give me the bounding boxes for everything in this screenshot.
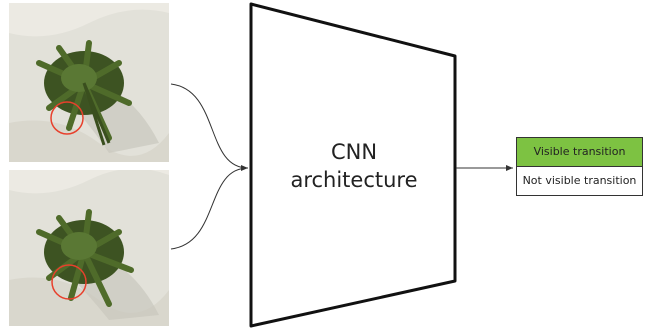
fern-plant xyxy=(36,209,134,307)
fern-plant xyxy=(36,40,132,146)
output-classes: Visible transition Not visible transitio… xyxy=(516,137,643,196)
input-image-bottom xyxy=(9,170,169,326)
connector-bottom-input xyxy=(170,167,249,250)
input-image-top xyxy=(9,3,169,162)
output-class-not-visible: Not visible transition xyxy=(522,174,637,187)
cnn-label: CNN architecture xyxy=(270,138,438,194)
highlight-circle xyxy=(51,264,87,300)
highlight-circle xyxy=(50,101,84,135)
output-class-visible: Visible transition xyxy=(517,138,642,167)
connector-top-input xyxy=(170,83,249,171)
cnn-block xyxy=(249,2,457,328)
cnn-label-line1: CNN xyxy=(330,140,378,164)
cnn-label-line2: architecture xyxy=(290,168,418,192)
